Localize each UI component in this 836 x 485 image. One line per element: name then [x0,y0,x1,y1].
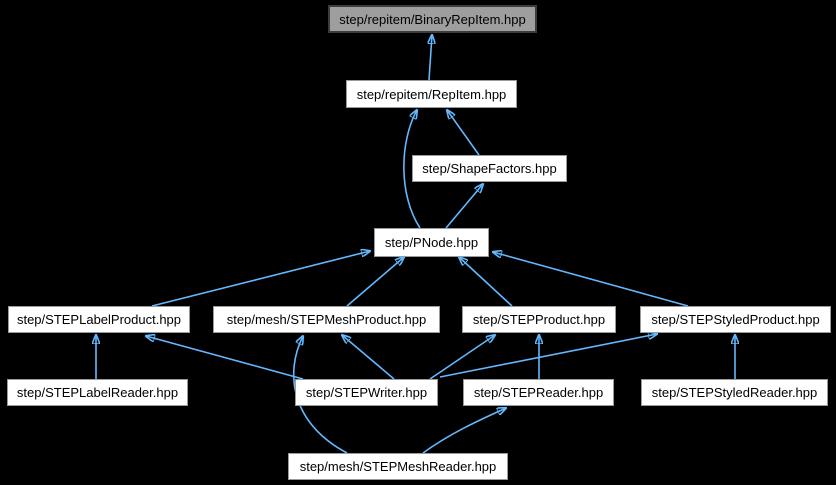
edge-meshreader-to-reader [422,408,506,454]
node-step-styled-product-label: step/STEPStyledProduct.hpp [651,312,820,327]
node-step-writer[interactable]: step/STEPWriter.hpp [295,379,438,406]
node-step-styled-product[interactable]: step/STEPStyledProduct.hpp [640,306,831,333]
edge-product-to-pnode [459,257,513,307]
edge-labelproduct-to-pnode [151,251,370,307]
edge-styledproduct-to-pnode [493,252,689,307]
node-step-mesh-product[interactable]: step/mesh/STEPMeshProduct.hpp [213,306,440,333]
node-binary-repitem: step/repitem/BinaryRepItem.hpp [328,5,537,33]
node-step-label-reader[interactable]: step/STEPLabelReader.hpp [7,379,188,406]
node-step-reader[interactable]: step/STEPReader.hpp [463,379,614,406]
edge-pnode-to-repitem [403,110,421,229]
node-shape-factors-label: step/ShapeFactors.hpp [422,161,557,176]
node-step-mesh-product-label: step/mesh/STEPMeshProduct.hpp [226,312,427,327]
node-step-product-label: step/STEPProduct.hpp [472,312,606,327]
node-step-label-product[interactable]: step/STEPLabelProduct.hpp [8,306,190,333]
node-step-styled-reader-label: step/STEPStyledReader.hpp [651,385,818,400]
node-step-writer-label: step/STEPWriter.hpp [305,385,428,400]
node-step-styled-reader[interactable]: step/STEPStyledReader.hpp [641,379,828,406]
node-shape-factors[interactable]: step/ShapeFactors.hpp [412,155,567,182]
node-pnode[interactable]: step/PNode.hpp [374,228,489,257]
node-step-label-product-label: step/STEPLabelProduct.hpp [16,312,182,327]
edge-shapefactors-to-repitem [447,110,480,156]
node-step-label-reader-label: step/STEPLabelReader.hpp [16,385,179,400]
node-repitem[interactable]: step/repitem/RepItem.hpp [346,80,517,108]
node-step-reader-label: step/STEPReader.hpp [473,385,604,400]
edge-repitem-to-binaryrepitem [429,35,432,81]
edge-writer-to-product [429,335,495,380]
edge-writer-to-meshproduct [342,335,395,380]
node-repitem-label: step/repitem/RepItem.hpp [356,86,507,102]
node-step-product[interactable]: step/STEPProduct.hpp [462,306,616,333]
edge-meshproduct-to-pnode [346,257,404,307]
edge-writer-to-styledproduct [439,334,657,378]
node-step-mesh-reader-label: step/mesh/STEPMeshReader.hpp [299,459,497,474]
node-step-mesh-reader[interactable]: step/mesh/STEPMeshReader.hpp [288,453,508,480]
edge-writer-to-labelproduct [146,336,304,380]
node-pnode-label: step/PNode.hpp [384,235,479,250]
edge-pnode-to-shapefactors [445,184,483,229]
node-binary-repitem-label: step/repitem/BinaryRepItem.hpp [339,11,526,27]
